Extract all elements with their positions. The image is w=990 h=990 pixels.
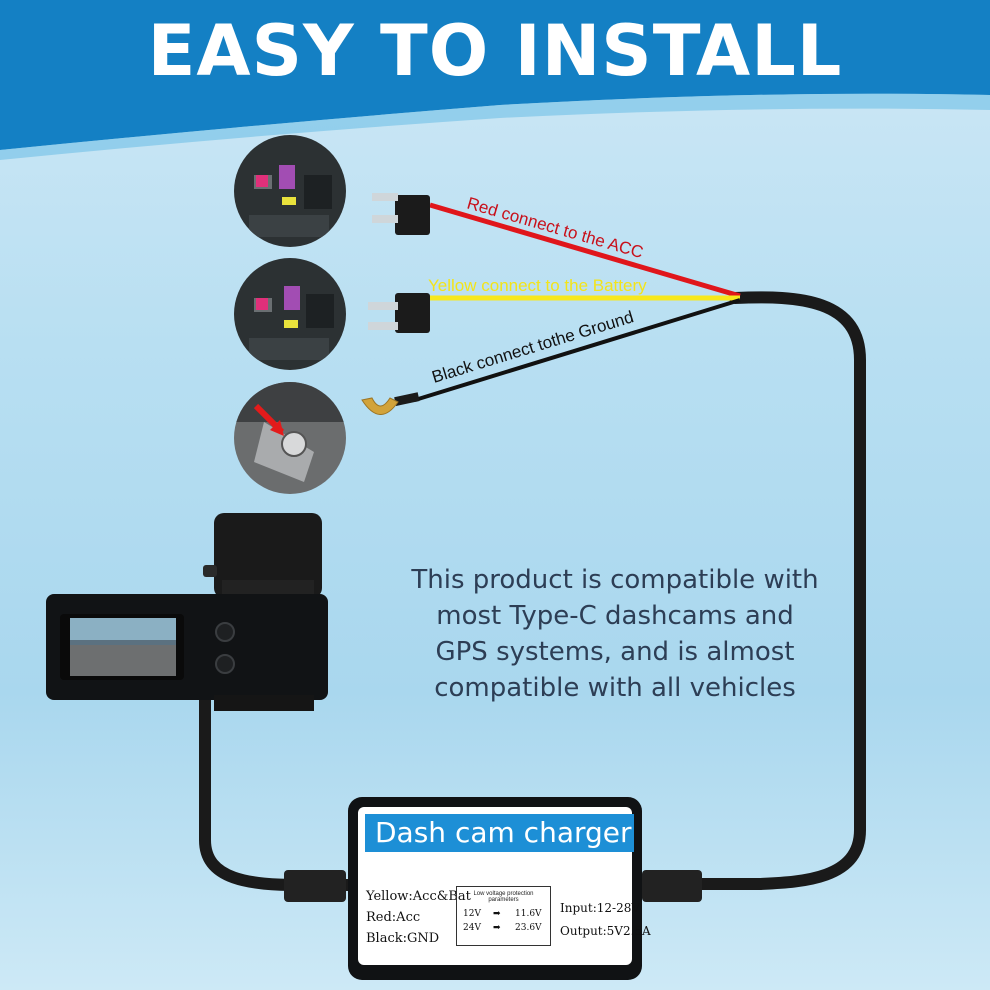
fuse-tap-icon <box>372 193 430 235</box>
dashcam-icon <box>46 513 328 711</box>
red-wire <box>429 202 741 299</box>
charger-yellow-label: Yellow:Acc&Bat <box>366 889 471 904</box>
parameters-title: Low voltage protection parameters <box>473 891 534 903</box>
description-line: This product is compatible with <box>411 565 819 595</box>
charger-title: Dash cam charger <box>365 814 634 852</box>
description-line: most Type-C dashcams and <box>436 601 794 631</box>
black-wire <box>414 298 741 402</box>
ground-bolt-image <box>234 382 346 494</box>
fuse-box-battery-image <box>234 258 346 370</box>
parameter-row: 12V ➡ 11.6V <box>463 909 542 919</box>
charger-red-label: Red:Acc <box>366 910 421 925</box>
ring-terminal-icon <box>361 392 420 415</box>
fuse-box-acc-image <box>234 135 346 247</box>
description-line: GPS systems, and is almost <box>435 637 795 667</box>
header-banner <box>0 0 990 160</box>
dash-cam-charger: Dash cam charger Yellow:Acc&Bat Red:Acc … <box>348 797 651 980</box>
red-wire-label: Red connect to the ACC <box>465 194 646 263</box>
charger-output-spec: Output:5V2.5A <box>560 924 651 938</box>
compatibility-description: This product is compatible with most Typ… <box>380 562 850 706</box>
arrow-right-icon: ➡ <box>493 909 501 919</box>
fuse-tap-icon <box>368 293 430 333</box>
description-line: compatible with all vehicles <box>434 673 796 703</box>
charger-input-spec: Input:12-28V <box>560 901 641 915</box>
arrow-right-icon: ➡ <box>493 923 501 933</box>
protection-parameters-box: Low voltage protection parameters 12V ➡ … <box>456 886 551 946</box>
black-wire-label: Black connect tothe Ground <box>430 307 636 387</box>
yellow-wire-label: Yellow connect to the Battery <box>428 276 647 295</box>
charger-black-label: Black:GND <box>366 931 440 946</box>
page-title: EASY TO INSTALL <box>147 10 843 92</box>
parameter-row: 24V ➡ 23.6V <box>463 923 542 933</box>
